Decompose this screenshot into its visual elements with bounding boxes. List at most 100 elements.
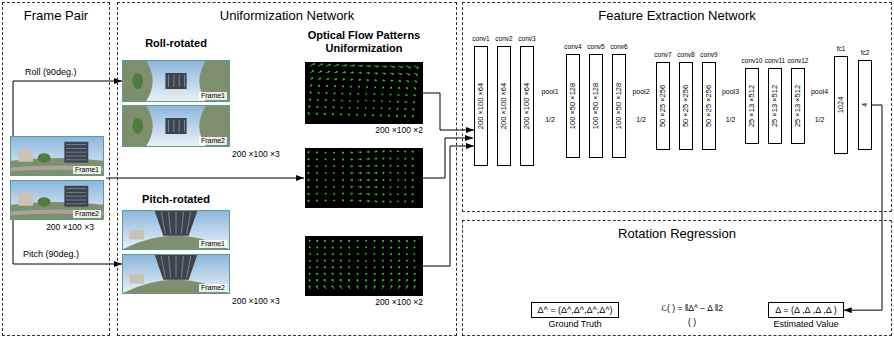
flow-field (305, 62, 423, 124)
building (155, 211, 197, 236)
tree (133, 73, 144, 89)
flow-vector (365, 279, 367, 282)
layer-box: conv850 ×25 ×256 (679, 62, 693, 150)
flow-vector (397, 151, 399, 152)
flow-vector (342, 179, 344, 181)
sky (123, 255, 229, 293)
flow-vector (389, 94, 391, 96)
sky (11, 181, 103, 219)
panel-title: Frame Pair (3, 9, 109, 24)
flow-background (305, 62, 423, 124)
layer-dims: 200 ×100 ×64 (500, 83, 509, 129)
flow-vector (398, 186, 400, 188)
layer-name: conv3 (518, 35, 535, 42)
window-row (169, 212, 171, 234)
flow-vector (382, 193, 384, 195)
section-heading: Roll-rotated (145, 37, 207, 50)
frame-image: Frame2 (10, 180, 104, 220)
flow-vector (373, 107, 375, 109)
optical-flow-image (305, 148, 423, 208)
layer-box: fc24 (858, 60, 872, 150)
layer-dims: 25 ×13 ×512 (748, 85, 757, 127)
layer-dims: 50 ×25 ×256 (705, 85, 714, 127)
flow-vector (316, 165, 318, 167)
flow-vector (414, 273, 416, 275)
flow-wire (423, 138, 473, 178)
layer-dims: 100 ×50 ×128 (592, 83, 601, 129)
flow-vector (414, 66, 418, 68)
flow-vector (325, 172, 327, 174)
flow-vector (390, 247, 392, 249)
network-panel: Frame PairFrame1Frame2 (2, 2, 110, 336)
flow-vector (374, 158, 377, 160)
flow-vector (390, 273, 392, 275)
flow-vector (333, 107, 335, 109)
flow-vector (397, 94, 399, 96)
tree (38, 153, 51, 163)
window-row (66, 200, 86, 201)
flow-vector (357, 107, 359, 109)
flow-vector (310, 85, 312, 87)
flow-vector (350, 152, 353, 154)
sky (123, 106, 229, 146)
flow-vector (316, 179, 318, 181)
flow-vector (357, 273, 359, 275)
flow-vector (405, 151, 407, 153)
flow-vector (366, 165, 369, 167)
flow-vector (309, 240, 311, 242)
flow-vector (324, 260, 326, 262)
building (18, 193, 33, 205)
flow-vector (340, 273, 342, 275)
window-row (187, 212, 191, 234)
flow-vector (412, 179, 414, 181)
flow-vector (348, 279, 350, 282)
flow-vector (365, 107, 366, 109)
flow-vector (350, 186, 353, 188)
flow-vector (308, 172, 310, 174)
flow-vector (309, 267, 311, 269)
flow-vector (316, 113, 318, 115)
sky (11, 137, 103, 175)
ground (123, 61, 153, 101)
flow-vector (364, 114, 366, 116)
window-row (66, 144, 86, 145)
window-row (66, 152, 86, 153)
flow-vector (325, 200, 327, 202)
tensor-size: 200 ×100 ×2 (375, 298, 423, 308)
flow-vector (333, 152, 335, 154)
flow-vector (349, 100, 351, 101)
flow-vector (308, 158, 310, 160)
flow-vector (374, 273, 376, 275)
flow-vector (349, 246, 351, 248)
optical-flow-image: 200 ×100 ×2 (305, 236, 423, 296)
flow-vector (332, 114, 334, 115)
layer-box: conv1200 ×100 ×64 (474, 46, 488, 166)
flow-vector (324, 253, 326, 255)
flow-vector (382, 151, 384, 153)
window-row (66, 203, 86, 204)
flow-vector (398, 80, 401, 82)
flow-vector (308, 193, 310, 195)
layer-dims: 200 ×100 ×64 (523, 83, 532, 129)
flow-vector (413, 260, 415, 262)
flow-vector (406, 279, 408, 282)
window-row (176, 212, 177, 234)
vector-caption: Ground Truth (548, 319, 601, 329)
layer-name: conv6 (610, 43, 627, 50)
flow-vector (349, 107, 351, 109)
flow-vector (342, 186, 344, 188)
flow-vector (406, 260, 408, 262)
layer-name: conv4 (564, 43, 581, 50)
flow-vector (317, 267, 319, 269)
window-row (184, 75, 185, 87)
flow-vector (365, 261, 367, 263)
window-row (181, 212, 183, 234)
tensor-size: 200 ×100 ×3 (232, 297, 280, 307)
flow-vector (358, 172, 361, 174)
flow-vector (389, 101, 391, 102)
frame-label: Frame2 (199, 284, 227, 292)
flow-vector (342, 64, 346, 66)
flow-vector (380, 114, 382, 116)
flow-vector (318, 92, 320, 94)
flow-vector (342, 172, 344, 174)
